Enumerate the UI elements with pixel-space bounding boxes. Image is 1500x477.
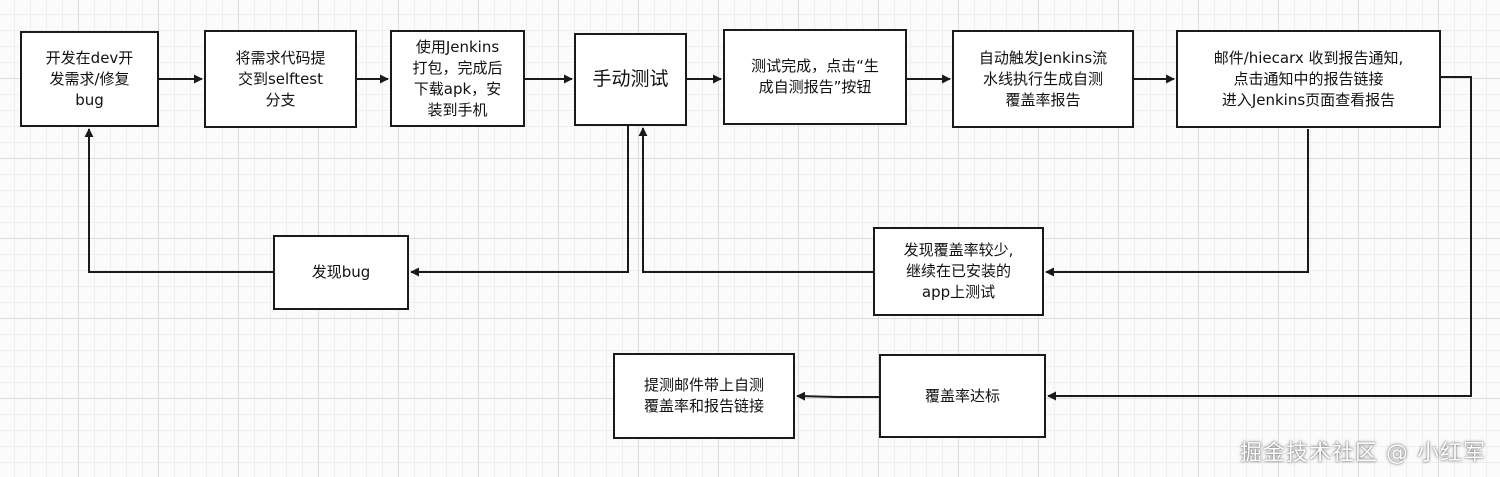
node-notify: 邮件/hiecarx 收到报告通知, 点击通知中的报告链接 进入Jenkins页… [1176, 30, 1441, 128]
node-manual-test: 手动测试 [574, 33, 687, 126]
edge-notify-to-coverage-ok [1047, 76, 1472, 401]
edge-bug-found-to-dev [84, 128, 273, 273]
node-low-coverage: 发现覆盖率较少, 继续在已安装的 app上测试 [873, 227, 1044, 316]
node-submit: 提测邮件带上自测 覆盖率和报告链接 [613, 353, 795, 439]
edge-coverage-ok-to-submit [796, 391, 879, 401]
node-coverage-ok: 覆盖率达标 [879, 354, 1046, 438]
edge-manual-test-to-bug-found [410, 126, 629, 277]
node-test-done: 测试完成，点击“生 成自测报告”按钮 [723, 29, 907, 125]
edge-notify-to-low-coverage [1045, 129, 1309, 277]
node-dev: 开发在dev开 发需求/修复 bug [20, 31, 159, 127]
node-commit: 将需求代码提 交到selftest 分支 [204, 30, 357, 128]
node-build: 使用Jenkins 打包，完成后 下载apk，安 装到手机 [390, 30, 525, 127]
node-auto-trigger: 自动触发Jenkins流 水线执行生成自测 覆盖率报告 [952, 30, 1134, 128]
watermark: 掘金技术社区 @ 小红军 [1240, 441, 1486, 466]
edge-low-coverage-to-manual-test [638, 127, 873, 273]
node-bug-found: 发现bug [273, 235, 409, 310]
